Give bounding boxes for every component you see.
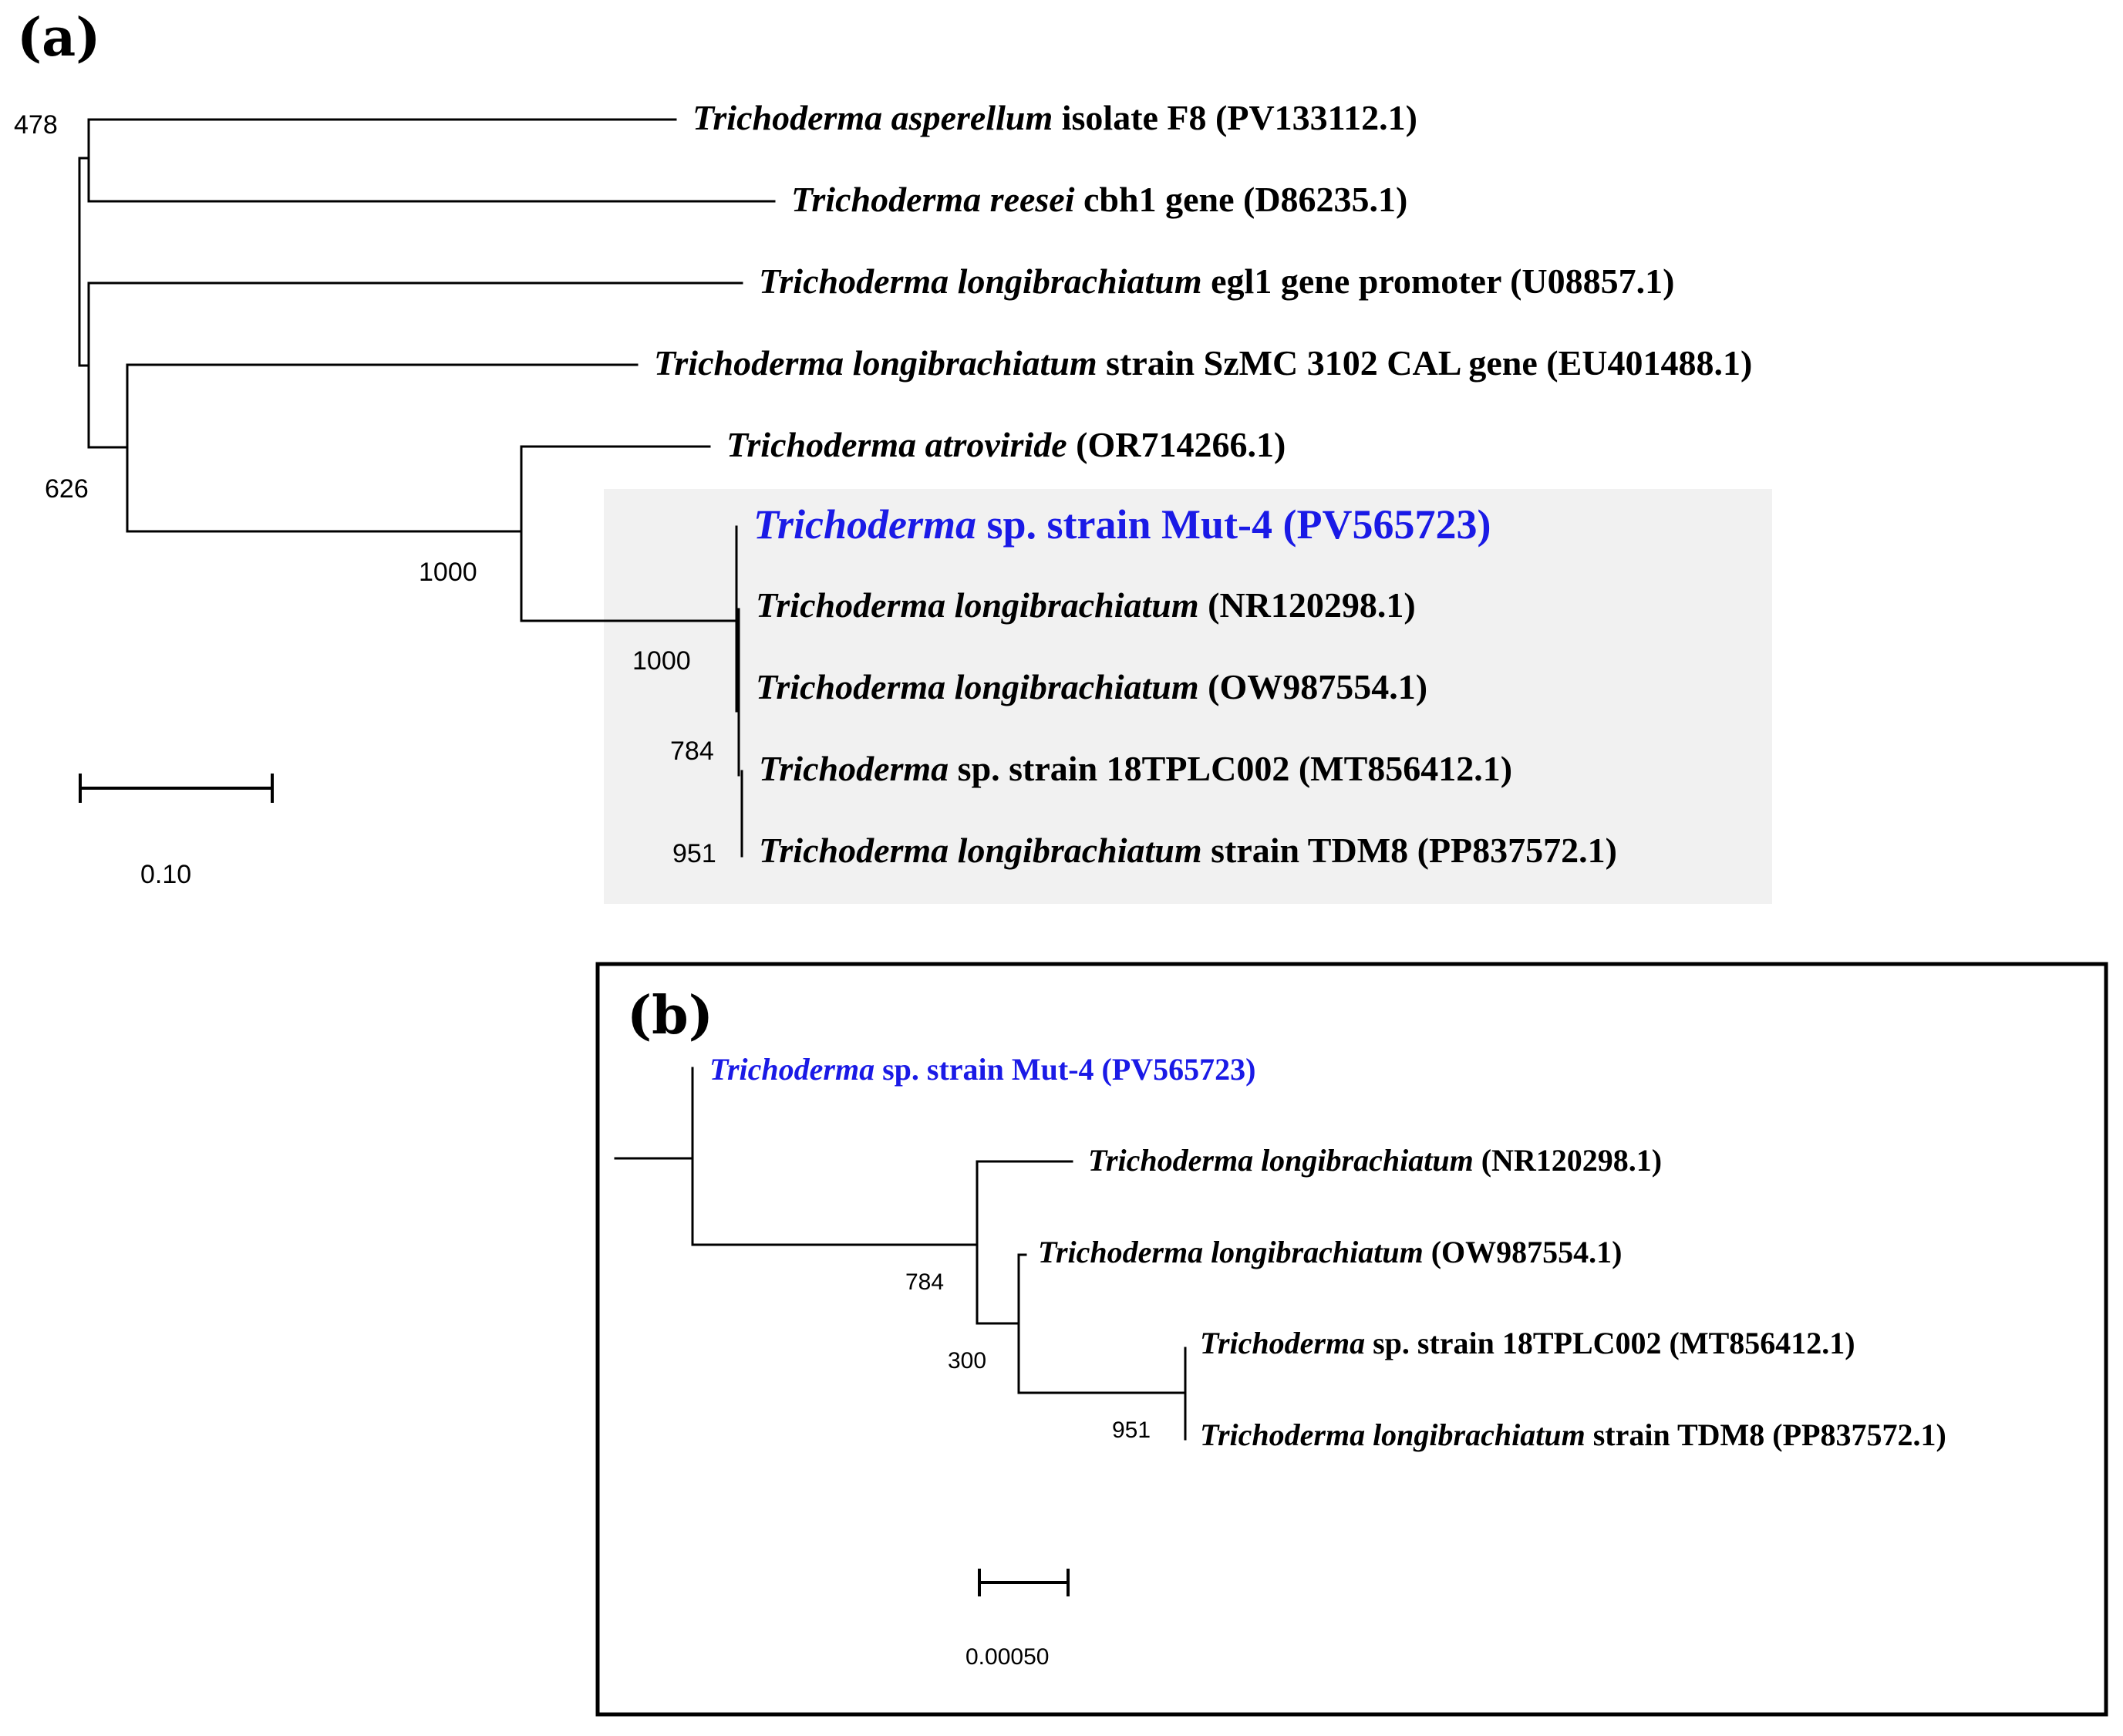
panel-a: (a)	[14, 7, 1772, 904]
clade-highlight-box	[604, 489, 1772, 904]
scale-bar-b	[978, 1569, 1070, 1596]
taxon-accession: (OR714266.1)	[1067, 425, 1286, 464]
panel-b-label: (b)	[627, 985, 713, 1047]
bootstrap-951-b: 951	[1112, 1417, 1151, 1443]
taxon-label: Trichoderma longibrachiatum (OW987554.1)	[756, 667, 1427, 706]
taxon-italic-name: Trichoderma longibrachiatum	[759, 261, 1202, 301]
taxon-accession: isolate F8 (PV133112.1)	[1053, 98, 1417, 137]
bootstrap-1000-lower: 1000	[632, 646, 691, 676]
taxon-label: Trichoderma sp. strain 18TPLC002 (MT8564…	[1200, 1326, 1855, 1360]
taxon-italic-name: Trichoderma	[709, 1052, 874, 1087]
taxon-label: Trichoderma asperellum isolate F8 (PV133…	[693, 98, 1417, 137]
taxon-label: Trichoderma sp. strain Mut-4 (PV565723)	[709, 1052, 1255, 1087]
taxon-accession: sp. strain Mut-4 (PV565723)	[874, 1052, 1255, 1087]
taxon-accession: (NR120298.1)	[1199, 585, 1416, 625]
bootstrap-300: 300	[948, 1348, 986, 1374]
taxon-accession: sp. strain 18TPLC002 (MT856412.1)	[949, 749, 1512, 788]
panel-a-label: (a)	[17, 7, 100, 69]
taxon-accession: (NR120298.1)	[1474, 1143, 1662, 1178]
scale-label-a: 0.10	[140, 860, 191, 889]
taxon-accession: egl1 gene promoter (U08857.1)	[1202, 261, 1675, 301]
bootstrap-478: 478	[14, 110, 58, 140]
taxon-label: Trichoderma sp. strain Mut-4 (PV565723)	[753, 501, 1491, 548]
taxon-italic-name: Trichoderma	[753, 501, 976, 548]
taxon-italic-name: Trichoderma reesei	[791, 180, 1075, 219]
bootstrap-784: 784	[670, 737, 714, 766]
taxon-label: Trichoderma longibrachiatum strain SzMC …	[654, 343, 1752, 383]
scale-label-b: 0.00050	[965, 1644, 1049, 1670]
tree-a-branches	[78, 118, 776, 858]
taxon-italic-name: Trichoderma longibrachiatum	[1088, 1143, 1474, 1178]
taxon-italic-name: Trichoderma asperellum	[693, 98, 1053, 137]
taxa-a: Trichoderma asperellum isolate F8 (PV133…	[654, 98, 1752, 870]
taxon-italic-name: Trichoderma longibrachiatum	[756, 667, 1199, 706]
bootstrap-784-b: 784	[905, 1269, 944, 1295]
taxon-italic-name: Trichoderma longibrachiatum	[1038, 1235, 1424, 1269]
taxon-accession: (OW987554.1)	[1199, 667, 1427, 706]
taxon-italic-name: Trichoderma	[1200, 1326, 1365, 1360]
taxon-label: Trichoderma sp. strain 18TPLC002 (MT8564…	[759, 749, 1512, 788]
bootstrap-951: 951	[672, 839, 716, 868]
taxon-accession: cbh1 gene (D86235.1)	[1075, 180, 1408, 219]
taxon-label: Trichoderma longibrachiatum strain TDM8 …	[759, 831, 1617, 870]
taxon-accession: sp. strain Mut-4 (PV565723)	[976, 501, 1491, 548]
taxon-italic-name: Trichoderma longibrachiatum	[756, 585, 1199, 625]
taxon-label: Trichoderma longibrachiatum egl1 gene pr…	[759, 261, 1674, 301]
taxon-accession: strain TDM8 (PP837572.1)	[1202, 831, 1617, 870]
tree-b-branches	[614, 1067, 1187, 1441]
bootstrap-1000-upper: 1000	[419, 558, 477, 587]
panel-b-frame	[595, 962, 2108, 1717]
taxon-italic-name: Trichoderma longibrachiatum	[1200, 1417, 1586, 1452]
taxon-label: Trichoderma atroviride (OR714266.1)	[726, 425, 1286, 464]
taxon-label: Trichoderma longibrachiatum (OW987554.1)	[1038, 1235, 1622, 1269]
taxon-italic-name: Trichoderma atroviride	[726, 425, 1067, 464]
taxon-label: Trichoderma longibrachiatum (NR120298.1)	[756, 585, 1416, 625]
taxon-italic-name: Trichoderma longibrachiatum	[654, 343, 1097, 383]
panel-b: (b) 784 300 951 Trichoderma sp. strain M…	[595, 962, 2108, 1717]
scale-bar-a	[79, 774, 274, 803]
taxon-italic-name: Trichoderma longibrachiatum	[759, 831, 1202, 870]
taxon-accession: strain TDM8 (PP837572.1)	[1586, 1417, 1946, 1452]
taxon-label: Trichoderma longibrachiatum (NR120298.1)	[1088, 1143, 1662, 1178]
taxa-b: Trichoderma sp. strain Mut-4 (PV565723) …	[709, 1052, 1946, 1452]
taxon-label: Trichoderma reesei cbh1 gene (D86235.1)	[791, 180, 1407, 219]
taxon-accession: strain SzMC 3102 CAL gene (EU401488.1)	[1097, 343, 1753, 383]
taxon-accession: sp. strain 18TPLC002 (MT856412.1)	[1365, 1326, 1855, 1360]
taxon-italic-name: Trichoderma	[759, 749, 949, 788]
bootstrap-626: 626	[45, 474, 89, 504]
taxon-label: Trichoderma longibrachiatum strain TDM8 …	[1200, 1417, 1946, 1452]
taxon-accession: (OW987554.1)	[1424, 1235, 1623, 1269]
